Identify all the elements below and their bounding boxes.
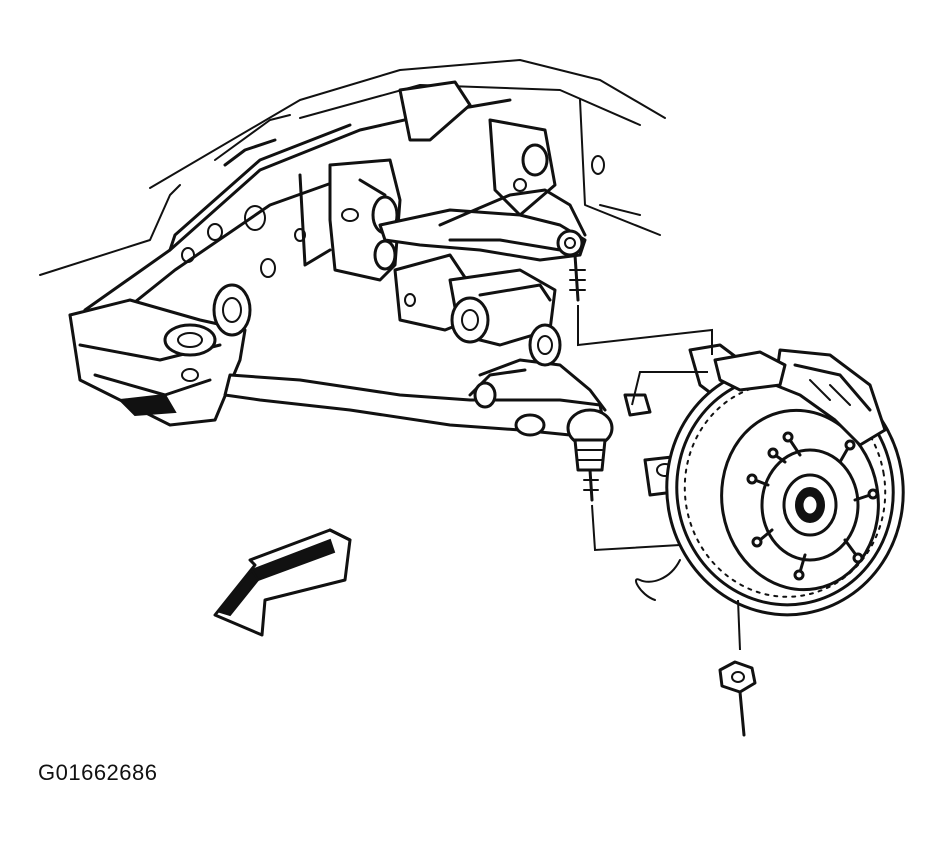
callout-lines [577, 305, 741, 651]
wheel-hub [746, 431, 879, 581]
body-panel [39, 59, 666, 276]
hex-nut [718, 660, 757, 737]
front-crossmember [68, 283, 252, 427]
lower-arm-bracket [393, 253, 557, 347]
direction-arrow-icon [213, 528, 352, 637]
sensor-wire [635, 559, 681, 601]
lug-studs [746, 431, 879, 581]
lower-control-arm [223, 323, 607, 437]
lower-ball-joint [566, 408, 614, 502]
upper-control-arm [378, 188, 587, 302]
figure-caption: G01662686 [38, 760, 158, 785]
frame-rail [68, 98, 512, 332]
brake-caliper [713, 348, 887, 447]
